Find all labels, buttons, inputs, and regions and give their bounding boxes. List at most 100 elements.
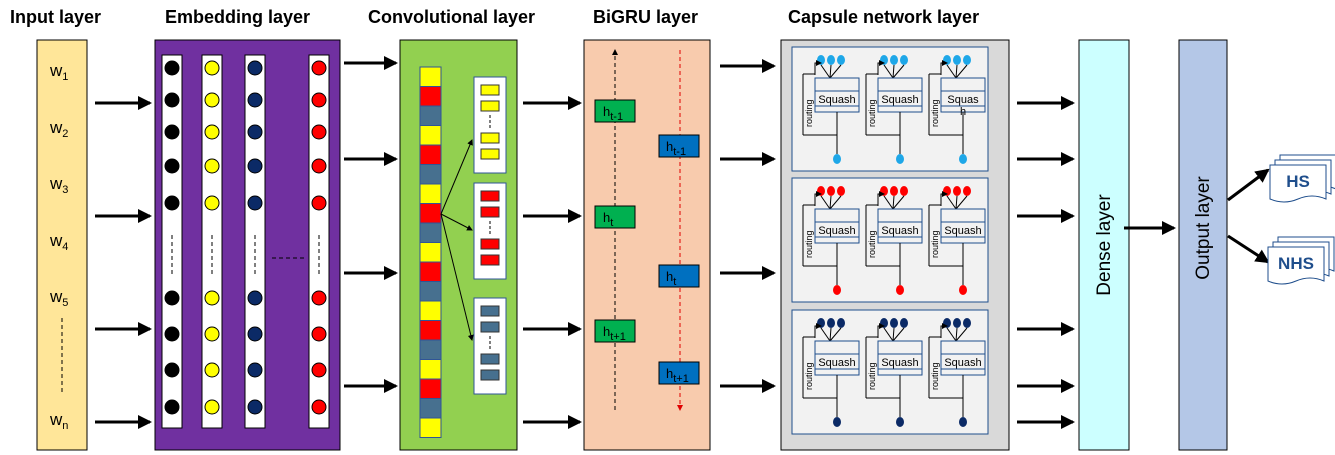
forward-state-2 — [594, 319, 636, 343]
conv-feature-maps — [473, 76, 507, 395]
capsule-input-line-0-0-2 — [829, 64, 842, 79]
capsule-input-line-0-0-1 — [829, 64, 832, 79]
backward-state-label-1-sub: t — [673, 276, 676, 288]
forward-state-label-0-sub: t-1 — [610, 111, 623, 123]
word-w2-base: w — [49, 118, 63, 137]
routing-label-1-2: routing — [930, 230, 940, 258]
embedding-dot-0-8 — [164, 399, 180, 415]
fan-arrow-1 — [440, 213, 473, 231]
capsule-output-dot-2-2 — [959, 417, 967, 427]
feature-map-cell-1-2 — [480, 238, 500, 250]
capsule-input-line-1-2-0 — [946, 195, 957, 210]
capsule-input-dot-1-2-2 — [963, 186, 971, 196]
feature-map-cell-2-0 — [480, 305, 500, 317]
forward-state-1 — [594, 205, 636, 229]
embedding-dot-2-7 — [247, 362, 263, 378]
word-w4: w4 — [49, 231, 68, 253]
routing-loop-top-0-1 — [877, 60, 885, 75]
capsule-input-line-2-2-0 — [946, 327, 957, 342]
capsule-output-dot-1-2 — [959, 285, 967, 295]
conv-cell-2 — [419, 105, 442, 126]
embedding-dot-0-0 — [164, 60, 180, 76]
embedding-dot-1-0 — [204, 60, 220, 76]
capsule-input-dot-1-0-1 — [827, 186, 835, 196]
capsule-input-dot-2-1-2 — [900, 318, 908, 328]
embedding-dot-1-8 — [204, 399, 220, 415]
squash-inner-2-0 — [814, 353, 860, 370]
backward-state-label-2: ht+1 — [666, 366, 689, 385]
squash-inner-0-0 — [814, 90, 860, 107]
capsule-input-dot-2-2-2 — [963, 318, 971, 328]
feature-map-cell-0-1 — [480, 100, 500, 112]
capsule-input-line-1-2-1 — [955, 195, 958, 210]
squash-label-0-1: Squash — [881, 94, 918, 106]
word-w3: w3 — [49, 174, 68, 196]
routing-label-2-1: routing — [867, 362, 877, 390]
feature-map-cell-1-3 — [480, 254, 500, 266]
word-w2-sub: 2 — [62, 128, 68, 140]
embedding-dot-2-1 — [247, 92, 263, 108]
conv-cell-11 — [419, 281, 442, 302]
word-wn: wn — [49, 410, 68, 432]
squash-label-1-0: Squash — [818, 225, 855, 237]
routing-loop-top-1-0 — [814, 191, 822, 206]
document-sheet-1-0 — [1267, 246, 1325, 285]
conv-cell-12 — [419, 300, 442, 321]
feature-map-cell-2-3 — [480, 369, 500, 381]
forward-state-label-1: ht — [603, 210, 613, 229]
embedding-dot-0-1 — [164, 92, 180, 108]
routing-loop-top-0-0 — [814, 60, 822, 75]
embedding-dot-1-1 — [204, 92, 220, 108]
squash-inner-2-2 — [940, 353, 986, 370]
squash-inner-0-2 — [940, 90, 986, 107]
backward-state-2 — [658, 361, 700, 385]
squash-inner-1-2 — [940, 221, 986, 238]
routing-loop-top-2-1 — [877, 323, 885, 338]
embedding-dot-2-5 — [247, 290, 263, 306]
embedding-dot-3-2 — [311, 124, 327, 140]
embedding-dot-0-2 — [164, 124, 180, 140]
squash-label-2-2: Squash — [944, 357, 981, 369]
routing-loop-top-1-1 — [877, 191, 885, 206]
conv-cell-3 — [419, 125, 442, 146]
conv-fan-arrows — [440, 139, 474, 341]
forward-state-label-1-sub: t — [610, 217, 613, 229]
capsule-input-line-2-1-0 — [883, 327, 894, 342]
forward-state-label-0: ht-1 — [603, 104, 623, 123]
squash-inner-2-1 — [877, 353, 923, 370]
forward-state-label-1-base: h — [603, 210, 610, 225]
squash-label-2-0: Squash — [818, 357, 855, 369]
title-embedding-layer: Embedding layer — [165, 7, 310, 27]
conv-cell-7 — [419, 203, 442, 224]
routing-label-0-2: routing — [930, 99, 940, 127]
embedding-dot-1-3 — [204, 158, 220, 174]
routing-label-1-1: routing — [867, 230, 877, 258]
embedding-dot-0-7 — [164, 362, 180, 378]
capsule-input-dot-0-2-1 — [953, 55, 961, 65]
squash-label-1-2: Squash — [944, 225, 981, 237]
backward-state-label-1: ht — [666, 269, 676, 288]
conv-cell-6 — [419, 183, 442, 204]
word-w1-sub: 1 — [62, 71, 68, 83]
embedding-dot-0-4 — [164, 195, 180, 211]
embedding-dot-1-6 — [204, 326, 220, 342]
capsule-input-line-0-2-0 — [946, 64, 957, 79]
word-w1: w1 — [49, 61, 68, 83]
dense-layer-box — [1078, 39, 1130, 451]
capsule-input-dot-1-1-2 — [900, 186, 908, 196]
word-w4-sub: 4 — [62, 241, 68, 253]
conv-cell-17 — [419, 398, 442, 419]
backward-state-label-0-base: h — [666, 139, 673, 154]
arrows-conv-to-bigru — [523, 96, 582, 429]
capsule-input-line-1-1-0 — [883, 195, 894, 210]
title-capsule-network-layer: Capsule network layer — [788, 7, 979, 27]
capsule-input-dot-2-0-1 — [827, 318, 835, 328]
embedding-dot-3-8 — [311, 399, 327, 415]
feature-map-cell-0-2 — [480, 132, 500, 144]
capsule-input-dot-2-0-2 — [837, 318, 845, 328]
squash-inner-0-1 — [877, 90, 923, 107]
capsule-input-dot-0-0-1 — [827, 55, 835, 65]
conv-cell-13 — [419, 320, 442, 341]
